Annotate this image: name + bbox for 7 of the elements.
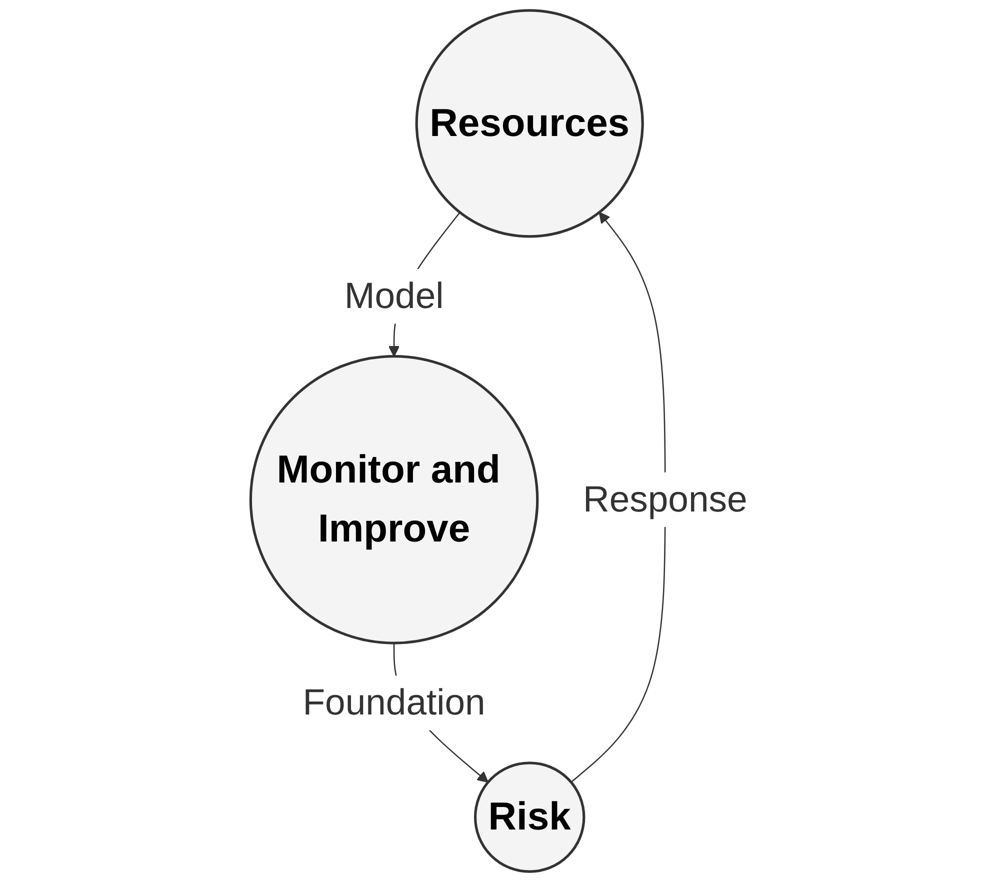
node-circle: Resources — [415, 9, 644, 238]
arrow — [570, 212, 666, 783]
edge-label: Response — [582, 478, 748, 520]
edge-label: Model — [344, 276, 444, 316]
node-circle: Risk — [474, 762, 586, 873]
node-circle: Monitor and Improve — [249, 355, 539, 644]
edge-label: Foundation — [302, 682, 486, 723]
